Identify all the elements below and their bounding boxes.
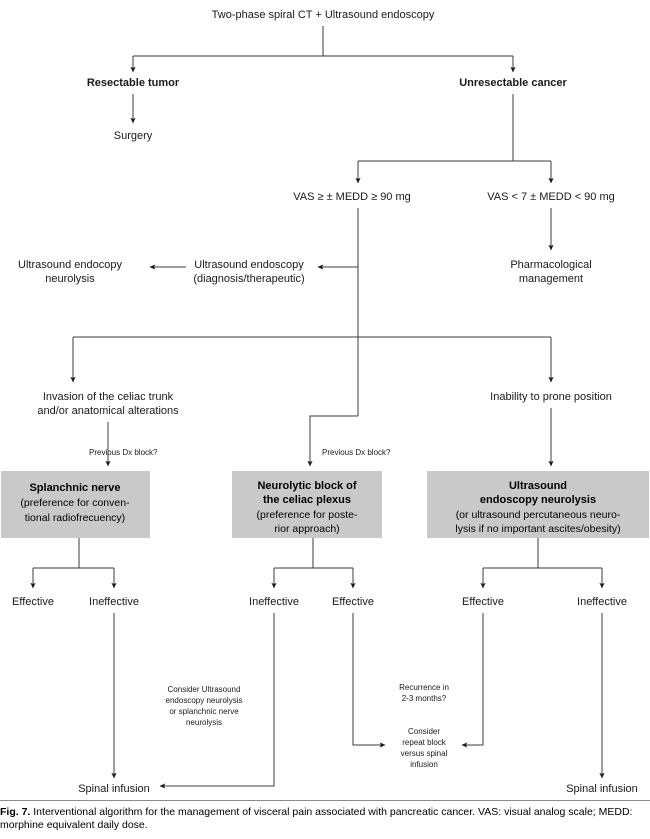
node-inability-label: Inability to prone position xyxy=(490,391,612,403)
box-neurolytic-block[interactable] xyxy=(232,471,382,538)
box-usneuro-line3: (or ultrasound percutaneous neuro- xyxy=(456,509,621,521)
outcome-ineffective-2: Ineffective xyxy=(249,596,299,608)
label-previous-dx-mid: Previous Dx block? xyxy=(322,448,391,457)
box-ultrasound-endoscopy-neurolysis[interactable] xyxy=(427,471,649,538)
caption-divider xyxy=(0,800,650,801)
node-unresectable-label: Unresectable cancer xyxy=(459,77,567,89)
box-usneuro-line4: lysis if no important ascites/obesity) xyxy=(455,523,620,535)
box-neurolytic-line4: rior approach) xyxy=(274,523,339,535)
box-neurolytic-line2: the celiac plexus xyxy=(263,494,351,506)
box-neurolytic-line3: (preference for poste- xyxy=(257,509,358,521)
outcome-ineffective-3: Ineffective xyxy=(577,596,627,608)
node-pharma-line2: management xyxy=(519,273,583,285)
node-us-neurolysis-line1: Ultrasound endocopy xyxy=(18,259,122,271)
annotation-repeat-block-line4: infusion xyxy=(410,760,438,769)
figure-caption: Fig. 7. Interventional algorithm for the… xyxy=(0,806,650,832)
box-neurolytic-line1: Neurolytic block of xyxy=(257,480,356,492)
outcome-ineffective-1: Ineffective xyxy=(89,596,139,608)
outcome-effective-1: Effective xyxy=(12,596,54,608)
node-us-endoscopy-line2: (diagnosis/therapeutic) xyxy=(193,273,304,285)
edge-ineffective2-to-spinal-left xyxy=(159,613,275,789)
node-pharma-line1: Pharmacological xyxy=(510,259,591,271)
figure-caption-text: Interventional algorithm for the managem… xyxy=(0,806,633,831)
terminal-spinal-infusion-right: Spinal infusion xyxy=(566,783,638,795)
node-vas-high-label: VAS ≥ ± MEDD ≥ 90 mg xyxy=(293,191,411,203)
outcome-effective-2: Effective xyxy=(332,596,374,608)
outcome-effective-3: Effective xyxy=(462,596,504,608)
box-splanchnic-line3: tional radiofrecuency) xyxy=(25,512,125,524)
node-surgery-label: Surgery xyxy=(114,130,153,142)
edge-spine-to-neurolytic-box xyxy=(307,415,358,467)
label-previous-dx-left: Previous Dx block? xyxy=(89,448,158,457)
annotation-consider-us-line4: neurolysis xyxy=(186,718,222,727)
annotation-repeat-block-line1: Consider xyxy=(408,727,440,736)
annotation-repeat-block-line2: repeat block xyxy=(402,738,447,747)
box-splanchnic-line2: (preference for conven- xyxy=(20,497,130,509)
box-splanchnic-nerve[interactable] xyxy=(1,471,150,538)
node-resectable-label: Resectable tumor xyxy=(87,77,180,89)
annotation-repeat-block-line3: versus spinal xyxy=(401,749,448,758)
edge-effective3-to-repeat-block xyxy=(461,613,484,748)
annotation-consider-us-line1: Consider Ultrasound xyxy=(168,685,241,694)
node-invasion-line2: and/or anatomical alterations xyxy=(37,405,179,417)
annotation-recurrence-line2: 2-3 months? xyxy=(402,694,447,703)
box-usneuro-line1: Ultrasound xyxy=(509,480,567,492)
figure-number: Fig. 7. xyxy=(0,806,31,818)
node-us-endoscopy-line1: Ultrasound endoscopy xyxy=(194,259,304,271)
box-splanchnic-line1: Splanchnic nerve xyxy=(29,482,120,494)
edge-effective2-to-repeat-block xyxy=(352,613,386,748)
node-us-neurolysis-line2: neurolysis xyxy=(45,273,95,285)
annotation-consider-us-line3: or splanchnic nerve xyxy=(169,707,239,716)
node-vas-low-label: VAS < 7 ± MEDD < 90 mg xyxy=(487,191,615,203)
annotation-recurrence-line1: Recurrence in xyxy=(399,683,449,692)
node-root-label: Two-phase spiral CT + Ultrasound endosco… xyxy=(212,9,435,21)
box-usneuro-line2: endoscopy neurolysis xyxy=(480,494,596,506)
annotation-consider-us-line2: endoscopy neurolysis xyxy=(166,696,243,705)
node-invasion-line1: Invasion of the celiac trunk xyxy=(43,391,174,403)
terminal-spinal-infusion-left: Spinal infusion xyxy=(78,783,150,795)
